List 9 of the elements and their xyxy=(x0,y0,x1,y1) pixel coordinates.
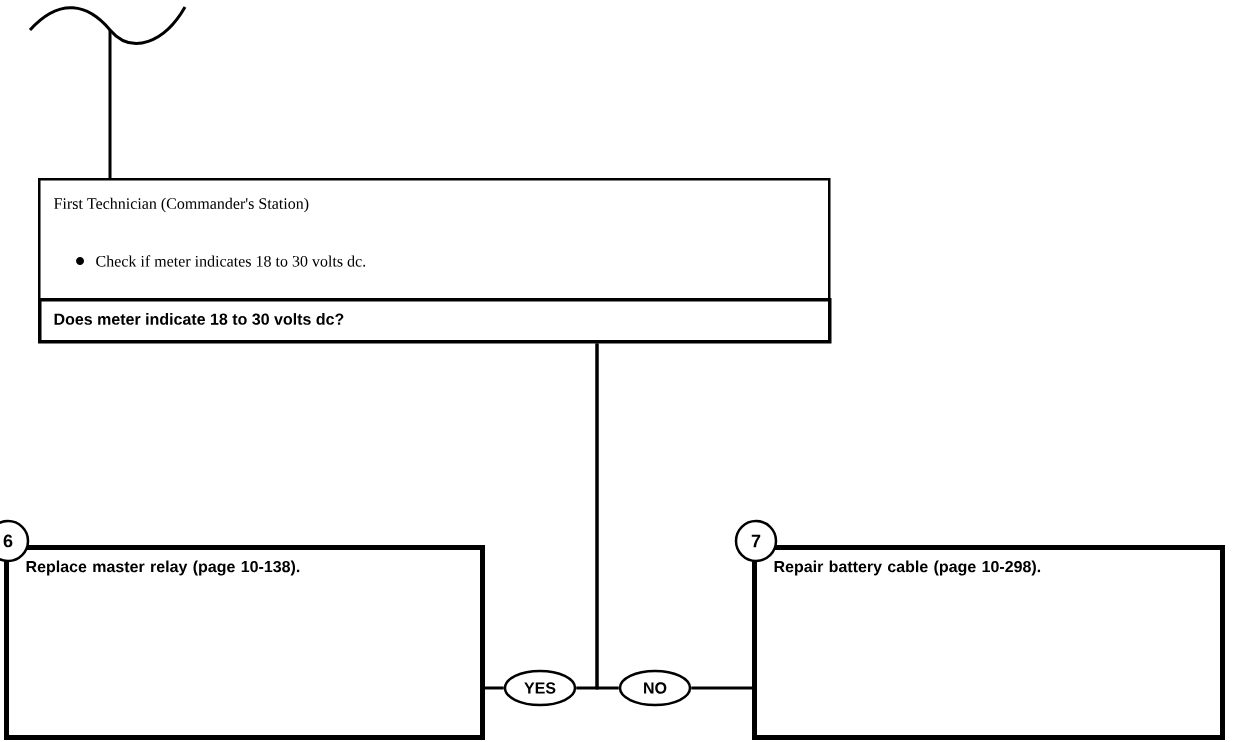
instruction-text: Check if meter indicates 18 to 30 volts dc. xyxy=(96,255,366,267)
connector-line xyxy=(485,686,504,690)
connector-line xyxy=(595,343,619,690)
connector-line xyxy=(691,686,752,690)
answer-oval: YES xyxy=(503,669,577,707)
answer-oval: NO xyxy=(618,669,692,707)
connector-line xyxy=(108,30,112,178)
question-box: Does meter indicate 18 to 30 volts dc? xyxy=(38,298,832,344)
heading-text: First Technician (Commander's Station) xyxy=(54,197,309,213)
